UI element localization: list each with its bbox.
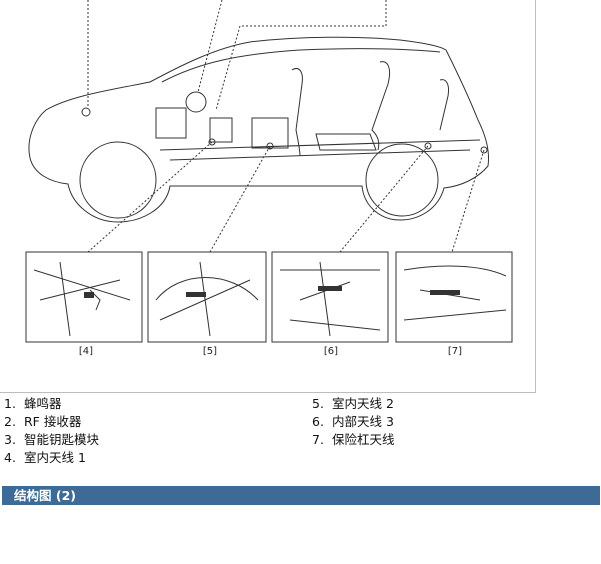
legend-item: 2.RF 接收器 <box>4 414 82 429</box>
detail-6-part <box>318 286 342 291</box>
figure-frame <box>0 0 536 393</box>
roof-line <box>161 48 441 83</box>
leader-7 <box>451 149 485 253</box>
section-header-bar[interactable]: 结构图 (2) <box>2 486 600 505</box>
front-seat-base <box>251 117 289 149</box>
engine-block <box>155 107 187 139</box>
third-seat <box>439 79 449 131</box>
callout-line-2 <box>197 0 223 93</box>
detail-6-sketch <box>280 261 381 337</box>
detail-label-5: [5] <box>203 346 217 357</box>
dash-module <box>209 117 233 143</box>
detail-box-6 <box>271 251 389 343</box>
legend-item: 4.室内天线 1 <box>4 450 86 465</box>
detail-4-sketch <box>33 261 131 337</box>
antenna-5-marker <box>266 142 274 150</box>
legend-item: 7.保险杠天线 <box>312 432 395 447</box>
antenna-4-marker <box>208 138 216 146</box>
rear-seat-back <box>371 61 391 151</box>
legend-item: 5.室内天线 2 <box>312 396 394 411</box>
legend-left: 1.蜂鸣器 2.RF 接收器 3.智能钥匙模块 4.室内天线 1 <box>4 395 99 467</box>
leader-4 <box>87 141 213 253</box>
rear-wheel-arch <box>365 143 439 217</box>
detail-4-part <box>84 292 94 298</box>
section-title: 结构图 (2) <box>14 488 76 503</box>
vehicle-diagram: [4] [5] [6] [7] <box>25 0 513 357</box>
antenna-6-marker <box>424 142 432 150</box>
buzzer-marker <box>81 107 91 117</box>
front-seat-back <box>291 68 303 157</box>
rear-seat-cushion <box>315 133 377 151</box>
antenna-7-marker <box>480 146 488 154</box>
floor-line <box>159 139 481 151</box>
legend-item: 6.内部天线 3 <box>312 414 394 429</box>
callout-line-3 <box>215 0 387 111</box>
legend-right: 5.室内天线 2 6.内部天线 3 7.保险杠天线 <box>312 395 395 449</box>
front-wheel-arch <box>79 141 157 219</box>
car-body-outline <box>28 36 489 223</box>
detail-5-part <box>186 292 206 297</box>
leader-6 <box>339 145 429 253</box>
legend-item: 3.智能钥匙模块 <box>4 432 100 447</box>
detail-label-7: [7] <box>448 346 462 357</box>
detail-label-6: [6] <box>324 346 338 357</box>
detail-box-7 <box>395 251 513 343</box>
detail-7-part <box>430 290 460 295</box>
detail-5-sketch <box>155 261 259 337</box>
detail-label-4: [4] <box>79 346 93 357</box>
detail-box-5 <box>147 251 267 343</box>
legend-item: 1.蜂鸣器 <box>4 396 62 411</box>
leader-5 <box>209 145 271 253</box>
floor-line-lower <box>169 149 471 161</box>
steering-wheel <box>185 91 207 113</box>
detail-box-4 <box>25 251 143 343</box>
